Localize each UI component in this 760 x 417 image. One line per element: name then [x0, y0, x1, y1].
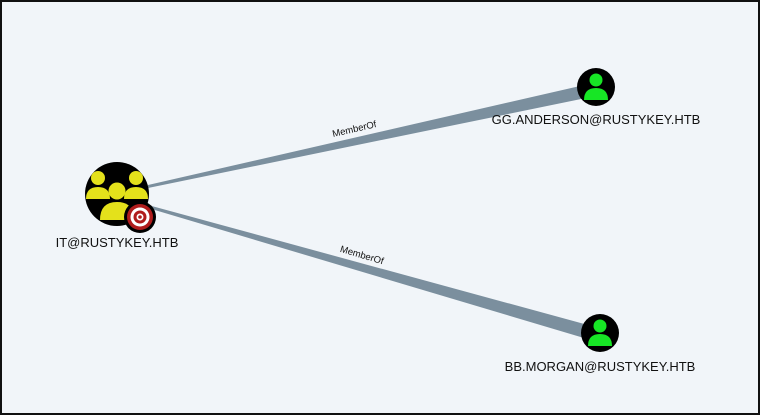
node-gg-anderson-user[interactable]: GG.ANDERSON@RUSTYKEY.HTB [492, 68, 701, 127]
node-it-group[interactable]: IT@RUSTYKEY.HTB [56, 162, 179, 250]
edge-gg-anderson-memberof-it[interactable]: MemberOf [148, 86, 586, 188]
edge-line[interactable] [148, 86, 586, 188]
user-icon [584, 73, 608, 100]
node-bb-morgan-user[interactable]: BB.MORGAN@RUSTYKEY.HTB [505, 314, 696, 374]
node-label-gg-anderson: GG.ANDERSON@RUSTYKEY.HTB [492, 112, 701, 127]
node-label-it: IT@RUSTYKEY.HTB [56, 235, 179, 250]
edge-line[interactable] [148, 205, 588, 338]
edge-bb-morgan-memberof-it[interactable]: MemberOf [148, 205, 588, 338]
user-icon [588, 319, 612, 346]
target-icon [124, 201, 156, 233]
node-label-bb-morgan: BB.MORGAN@RUSTYKEY.HTB [505, 359, 696, 374]
